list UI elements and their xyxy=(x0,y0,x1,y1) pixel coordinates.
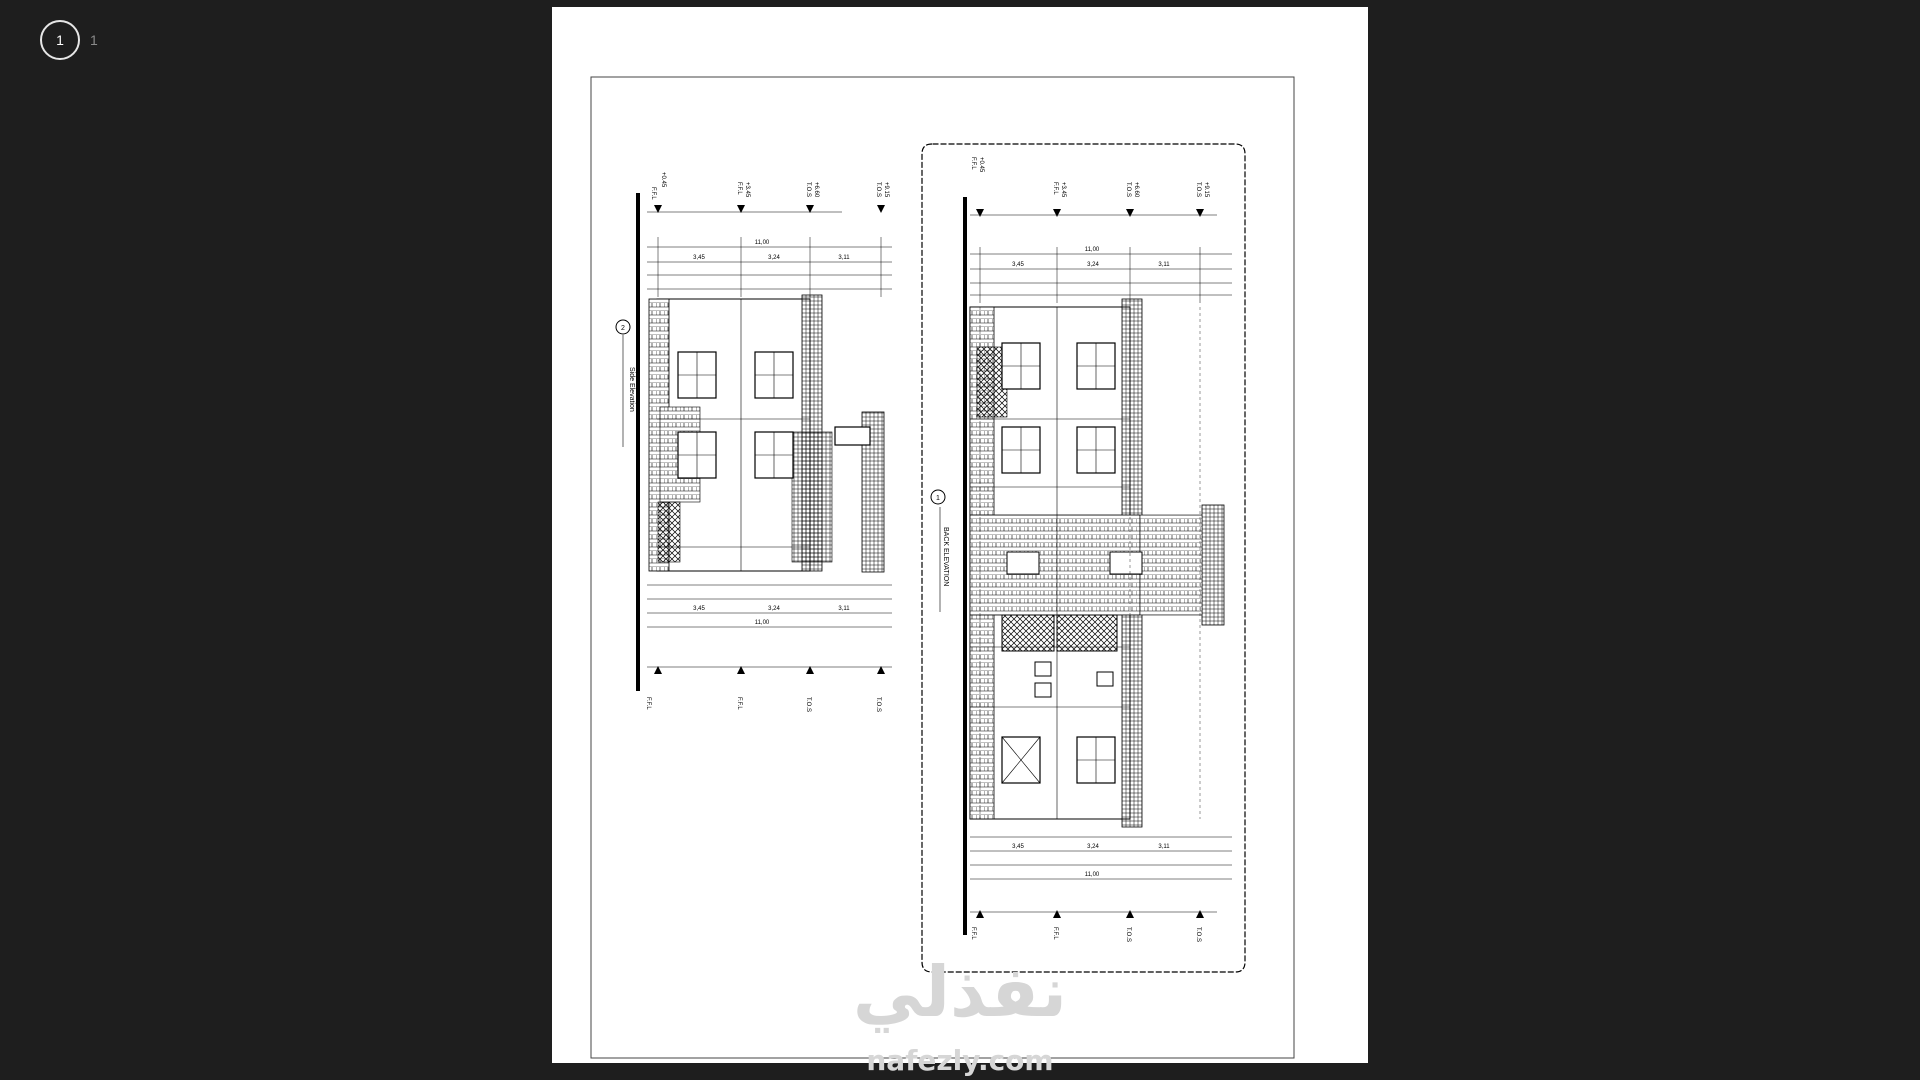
dim-label: 3,24 xyxy=(768,606,780,612)
dim-label: 11,00 xyxy=(755,620,770,626)
dim-label: 11,00 xyxy=(1085,247,1100,253)
side-levels-bottom: F.F.L F.F.L T.O.S T.O.S xyxy=(645,666,892,712)
dim-label: 3,24 xyxy=(768,255,780,261)
level-text: T.O.S xyxy=(875,697,881,712)
dim-label: 3,11 xyxy=(1158,844,1170,850)
level-value: +6.60 xyxy=(1133,182,1139,198)
level-text: T.O.S xyxy=(1195,927,1201,942)
back-elevation: F.F.L +0.45 F.F.L +3.45 T.O.S +6.60 T.O.… xyxy=(930,157,1232,942)
level-text: F.F.L xyxy=(970,157,976,170)
level-value: +3.45 xyxy=(1060,182,1066,198)
drawing-sheet: F.F.L +0.45 F.F.L +3.45 T.O.S +6.60 T.O.… xyxy=(552,7,1368,1075)
dim-label: 3,45 xyxy=(693,606,705,612)
back-dims-bottom xyxy=(970,836,1232,880)
dim-label: 3,24 xyxy=(1087,262,1099,268)
side-elevation: F.F.L +0.45 F.F.L +3.45 T.O.S +6.60 T.O.… xyxy=(615,172,892,712)
revision-cloud xyxy=(921,143,1246,973)
side-elevation-number: 2 xyxy=(621,325,625,332)
level-text: T.O.S xyxy=(1195,182,1201,197)
level-value: +3.45 xyxy=(744,182,750,198)
side-elevation-title: Side Elevation xyxy=(628,367,635,412)
back-dims-top xyxy=(970,247,1232,303)
dim-label: 11,00 xyxy=(755,240,770,246)
dim-label: 11,00 xyxy=(1085,872,1100,878)
level-value: +9.15 xyxy=(1203,182,1209,198)
level-text: F.F.L xyxy=(1052,182,1058,195)
level-text: F.F.L xyxy=(650,187,656,200)
current-page-badge[interactable]: 1 xyxy=(40,20,80,60)
level-value: +6.60 xyxy=(813,182,819,198)
level-text: T.O.S xyxy=(1125,182,1131,197)
level-text: T.O.S xyxy=(875,182,881,197)
elevation-drawing: F.F.L +0.45 F.F.L +3.45 T.O.S +6.60 T.O.… xyxy=(590,76,1295,1059)
page-count: 1 xyxy=(90,32,98,48)
side-dims-bottom xyxy=(647,584,892,628)
back-levels-top: F.F.L +0.45 F.F.L +3.45 T.O.S +6.60 T.O.… xyxy=(970,157,1217,217)
dim-label: 3,45 xyxy=(693,255,705,261)
page-indicator: 1 1 xyxy=(40,20,98,60)
dim-label: 3,45 xyxy=(1012,262,1024,268)
dim-label: 3,11 xyxy=(838,606,850,612)
level-text: T.O.S xyxy=(805,697,811,712)
back-window-mullions xyxy=(1001,343,1115,784)
level-text: T.O.S xyxy=(805,182,811,197)
dim-label: 3,24 xyxy=(1087,844,1099,850)
sheet-border xyxy=(590,76,1295,1059)
level-value: +9.15 xyxy=(883,182,889,198)
back-small-windows xyxy=(1006,551,1143,698)
level-text: F.F.L xyxy=(645,697,651,710)
back-elevation-title: BACK ELEVATION xyxy=(942,527,949,586)
level-text: F.F.L xyxy=(1052,927,1058,940)
side-levels-top: F.F.L +0.45 F.F.L +3.45 T.O.S +6.60 T.O.… xyxy=(647,172,889,213)
level-text: T.O.S xyxy=(1125,927,1131,942)
level-value: +0.45 xyxy=(978,157,984,173)
back-levels-bottom: F.F.L F.F.L T.O.S T.O.S xyxy=(970,910,1217,942)
back-elevation-number: 1 xyxy=(936,495,940,502)
dim-label: 3,11 xyxy=(1158,262,1170,268)
side-dims-top xyxy=(647,237,892,297)
level-text: F.F.L xyxy=(736,182,742,195)
level-text: F.F.L xyxy=(736,697,742,710)
side-window-mullions xyxy=(678,352,793,478)
dim-label: 3,11 xyxy=(838,255,850,261)
dim-label: 3,45 xyxy=(1012,844,1024,850)
level-value: +0.45 xyxy=(660,172,666,188)
level-text: F.F.L xyxy=(970,927,976,940)
